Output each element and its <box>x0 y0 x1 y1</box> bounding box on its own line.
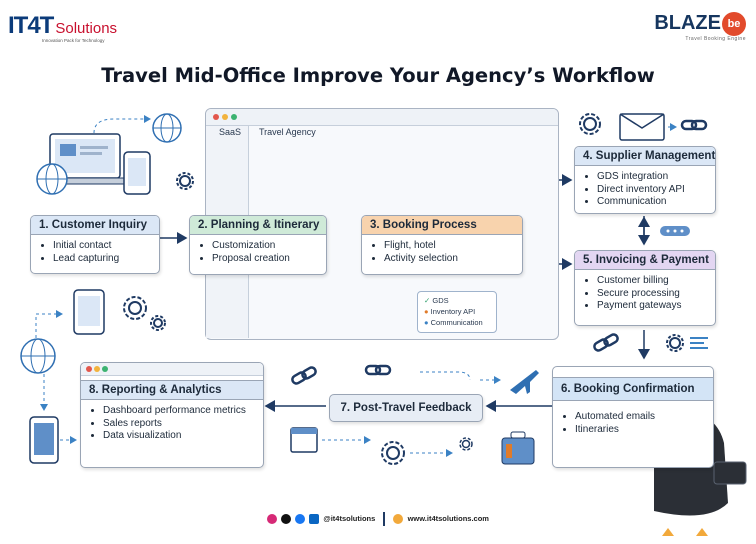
facebook-icon[interactable] <box>295 514 306 524</box>
connector-gds: ✓ GDS <box>424 296 449 305</box>
gear-icon-right <box>579 113 601 135</box>
link-icon-topright <box>680 119 708 131</box>
step-item: Customization <box>212 240 326 253</box>
email-icon <box>619 113 665 141</box>
step-item: Flight, hotel <box>384 240 522 253</box>
connector-inventory: ● Inventory API <box>424 307 476 316</box>
x-icon[interactable] <box>281 514 292 524</box>
step-title: 7. Post-Travel Feedback <box>340 402 472 414</box>
step-item: Itineraries <box>575 424 713 437</box>
step-item: Direct inventory API <box>597 184 715 197</box>
footer-divider <box>383 512 386 526</box>
step-title: 1. Customer Inquiry <box>31 216 159 235</box>
step-item: Dashboard performance metrics <box>103 405 263 418</box>
globe-icon-left <box>36 163 68 195</box>
globe-icon-topleft <box>152 113 182 143</box>
link-icon-mid <box>291 366 317 385</box>
panel-titlebar <box>81 363 263 376</box>
phone-icon-bottomleft <box>29 416 59 464</box>
step-item: Sales reports <box>103 418 263 431</box>
link-dots-icon <box>660 226 690 236</box>
globe-web-icon <box>393 514 404 524</box>
window-dot-red <box>213 114 219 120</box>
window-dot-green <box>231 114 237 120</box>
gear-icon-small <box>176 172 194 190</box>
step-post-travel-feedback[interactable]: 7. Post-Travel Feedback <box>329 394 483 422</box>
step-item: Initial contact <box>53 240 159 253</box>
window-dot-red <box>86 366 92 372</box>
step-item: Payment gateways <box>597 300 715 313</box>
step-reporting-analytics[interactable]: 8. Reporting & Analytics Dashboard perfo… <box>80 362 264 468</box>
step-customer-inquiry[interactable]: 1. Customer Inquiry Initial contact Lead… <box>30 215 160 274</box>
footer: @it4tsolutions www.it4tsolutions.com <box>0 512 756 526</box>
phone-icon <box>123 151 151 195</box>
step-item: Proposal creation <box>212 253 326 266</box>
globe-icon-bottomleft <box>20 338 56 374</box>
link-icon-right <box>593 333 619 352</box>
saas-tab[interactable]: SaaS <box>219 127 242 137</box>
saas-window-titlebar <box>206 109 558 126</box>
page-title: Travel Mid-Office Improve Your Agency’s … <box>101 64 655 87</box>
gear-icon-bottom-small <box>459 437 473 451</box>
social-handle[interactable]: @it4tsolutions <box>323 513 376 523</box>
suitcase-icon-bottom <box>501 431 535 465</box>
step-item: Data visualization <box>103 430 263 443</box>
step-item: Lead capturing <box>53 253 159 266</box>
gear-icon-left <box>123 296 166 331</box>
step-booking-confirmation[interactable]: 6. Booking Confirmation Automated emails… <box>552 366 714 468</box>
travel-agency-tab[interactable]: Travel Agency <box>259 127 316 137</box>
step-planning-itinerary[interactable]: 2. Planning & Itinerary Customization Pr… <box>189 215 327 275</box>
window-dot-yellow <box>94 366 100 372</box>
instagram-icon[interactable] <box>267 514 278 524</box>
window-dot-green <box>102 366 108 372</box>
window-dot-yellow <box>222 114 228 120</box>
step-title: 4. Supplier Management <box>575 147 715 166</box>
airplane-icon-right <box>510 370 539 394</box>
link-icon-mid2 <box>364 364 392 376</box>
website-link[interactable]: www.it4tsolutions.com <box>407 513 489 523</box>
connector-panel: ✓ GDS ● Inventory API ● Communication <box>417 291 497 333</box>
connector-communication: ● Communication <box>424 318 483 327</box>
step-item: Activity selection <box>384 253 522 266</box>
calendar-icon-bottom <box>290 427 318 453</box>
step-title: 3. Booking Process <box>362 216 522 235</box>
step-title: 2. Planning & Itinerary <box>190 216 326 235</box>
step-supplier-management[interactable]: 4. Supplier Management GDS integration D… <box>574 146 716 214</box>
step-item: Automated emails <box>575 411 713 424</box>
gear-icon-right-mid <box>666 334 684 352</box>
gear-icon-bottom <box>381 441 405 465</box>
step-title: 8. Reporting & Analytics <box>81 380 263 400</box>
step-title: 6. Booking Confirmation <box>553 377 713 401</box>
step-item: Customer billing <box>597 275 715 288</box>
step-item: Communication <box>597 196 715 209</box>
step-title: 5. Invoicing & Payment <box>575 251 715 270</box>
step-invoicing-payment[interactable]: 5. Invoicing & Payment Customer billing … <box>574 250 716 326</box>
tablet-icon <box>73 289 105 335</box>
step-item: Secure processing <box>597 288 715 301</box>
linkedin-icon[interactable] <box>309 514 320 524</box>
step-booking-process[interactable]: 3. Booking Process Flight, hotel Activit… <box>361 215 523 275</box>
step-item: GDS integration <box>597 171 715 184</box>
